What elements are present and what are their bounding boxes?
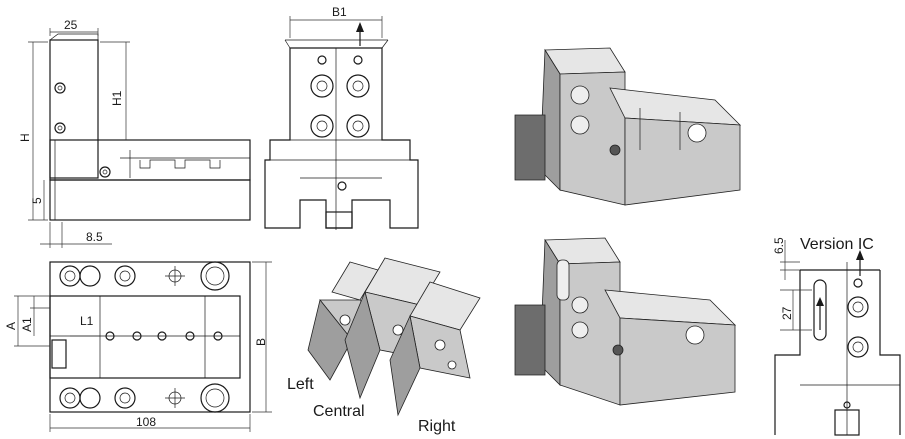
version-ic-view — [774, 240, 901, 436]
dim-b1: B1 — [332, 5, 347, 19]
dim-a: A — [4, 321, 18, 330]
dim-8-5: 8.5 — [86, 230, 103, 244]
dim-h: H — [18, 133, 32, 142]
variant-isometrics — [307, 257, 481, 417]
dim-108: 108 — [136, 415, 157, 429]
label-version-ic: Version IC — [800, 236, 874, 253]
plan-view — [14, 261, 272, 432]
isometric-view-top — [514, 47, 742, 206]
variant-right-shape — [389, 281, 481, 417]
dim-6-5: 6.5 — [772, 237, 786, 254]
label-central: Central — [313, 403, 365, 420]
front-view — [264, 16, 419, 230]
isometric-view-bottom — [514, 237, 737, 406]
dim-a1: A1 — [20, 317, 34, 332]
side-view — [28, 28, 251, 248]
dim-5: 5 — [30, 197, 44, 204]
dim-l1: L1 — [80, 314, 94, 328]
label-right: Right — [418, 418, 456, 435]
dim-b: B — [254, 337, 268, 346]
dim-25: 25 — [64, 18, 78, 32]
dim-27: 27 — [780, 306, 794, 320]
dim-h1: H1 — [110, 90, 124, 106]
label-left: Left — [287, 376, 314, 393]
